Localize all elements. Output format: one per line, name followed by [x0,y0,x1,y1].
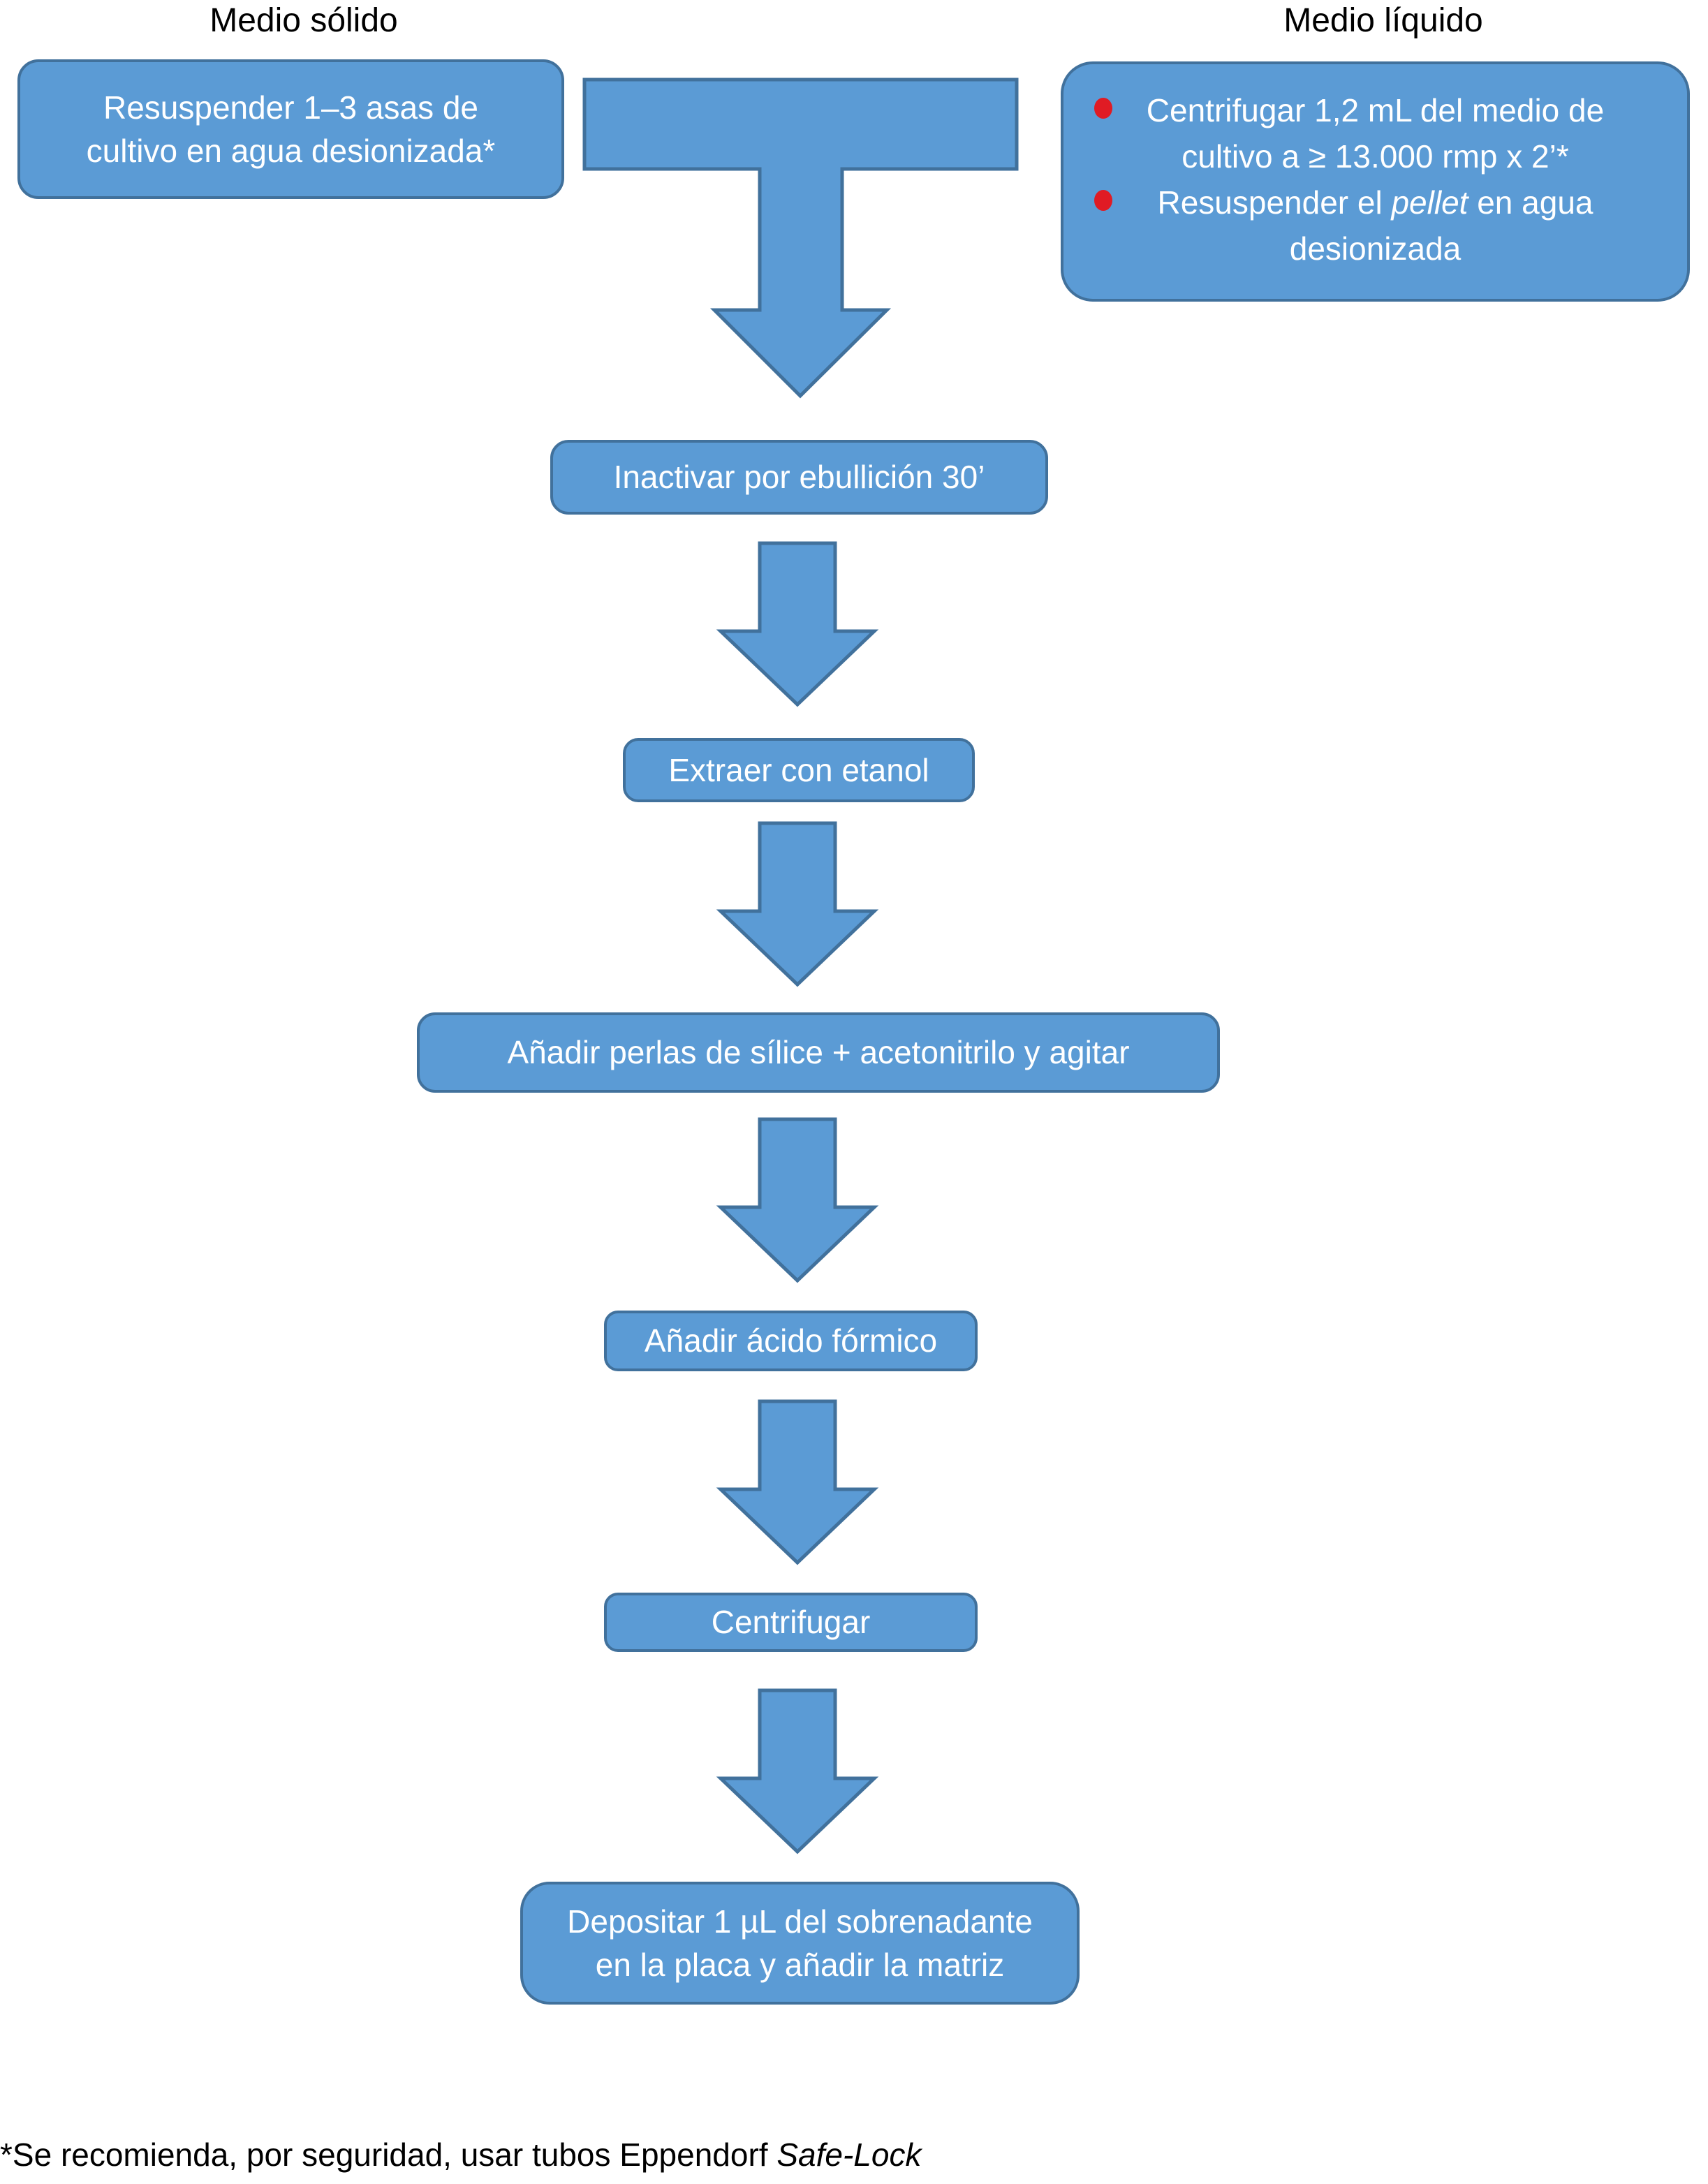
box-anadir-acido: Añadir ácido fórmico [604,1311,978,1371]
step-label: Extraer con etanol [668,751,929,788]
step-label: Añadir ácido fórmico [644,1322,938,1359]
footnote-text: *Se recomienda, por seguridad, usar tubo… [0,2137,777,2173]
bullet-icon [1094,190,1112,211]
box-anadir-perlas: Añadir perlas de sílice + acetonitrilo y… [417,1012,1220,1093]
bullet-text: Centrifugar 1,2 mL del medio de cultivo … [1146,92,1605,175]
bullet-text: en agua desionizada [1289,184,1593,267]
step-label: Añadir perlas de sílice + acetonitrilo y… [507,1034,1130,1071]
footnote-text-italic: Safe-Lock [776,2137,922,2173]
box-depositar: Depositar 1 µL del sobrenadante en la pl… [520,1882,1080,2005]
box-resuspender-solido: Resuspender 1–3 asas de cultivo en agua … [17,59,564,199]
arrow-shape [716,1117,879,1283]
box-inactivar: Inactivar por ebullición 30’ [550,440,1048,515]
box-extraer-etanol: Extraer con etanol [623,738,975,802]
box-centrifugar: Centrifugar [604,1593,978,1652]
solid-medium-title: Medio sólido [209,2,398,39]
bullet-text-italic: pellet [1391,184,1468,221]
arrow-shape [716,1399,879,1565]
bullet-text: Resuspender el [1157,184,1392,221]
down-arrow-icon [716,541,879,707]
liquid-medium-title: Medio líquido [1283,2,1483,39]
bullet-item: Centrifugar 1,2 mL del medio de cultivo … [1077,87,1673,179]
merge-down-arrow [582,78,1019,399]
arrow-shape [716,1688,879,1854]
arrow-shape [582,78,1019,399]
down-arrow-icon [716,1688,879,1854]
step-label: Depositar 1 µL del sobrenadante en la pl… [567,1903,1033,1983]
down-arrow-icon [716,821,879,987]
step-label: Resuspender 1–3 asas de cultivo en agua … [86,89,496,169]
arrow-shape [716,821,879,987]
box-centrifugar-liquido: Centrifugar 1,2 mL del medio de cultivo … [1061,61,1690,302]
down-arrow-icon [716,1399,879,1565]
bullet-item: Resuspender el pellet en agua desionizad… [1077,179,1673,272]
down-arrow-icon [716,1117,879,1283]
bullet-icon [1094,98,1112,119]
arrow-shape [716,541,879,707]
footnote: *Se recomienda, por seguridad, usar tubo… [0,2135,1708,2174]
step-label: Inactivar por ebullición 30’ [613,459,985,496]
step-label: Centrifugar [711,1604,871,1641]
